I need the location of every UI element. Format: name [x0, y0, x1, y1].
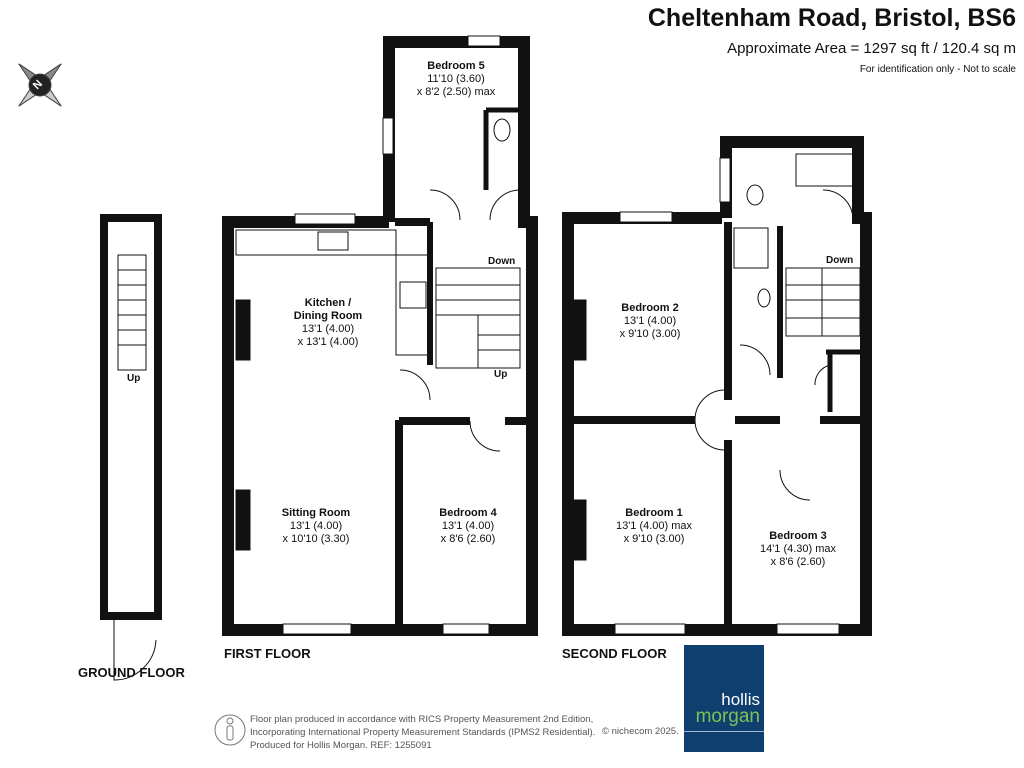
person-icon	[214, 714, 246, 746]
first-stairs-down: Down	[488, 256, 516, 267]
first-stairs-up: Up	[494, 369, 508, 380]
ground-floor-walls	[100, 214, 162, 620]
disclaimer-note: For identification only - Not to scale	[859, 64, 1016, 75]
second-floor-label: SECOND FLOOR	[562, 646, 667, 661]
compass-icon	[18, 63, 62, 107]
second-stairs-down: Down	[826, 255, 854, 266]
copyright: © nichecom 2025.	[602, 726, 679, 737]
property-title: Cheltenham Road, Bristol, BS6	[647, 4, 1016, 32]
hollis-morgan-logo: hollis morgan	[684, 645, 764, 752]
ground-floor-stairs	[113, 254, 157, 681]
ground-floor-label: GROUND FLOOR	[78, 665, 185, 680]
first-floor-fixtures	[235, 35, 521, 635]
first-floor-label: FIRST FLOOR	[224, 646, 311, 661]
second-floor-fixtures	[573, 153, 861, 635]
ground-stairs-up: Up	[127, 373, 141, 384]
second-floor-walls	[562, 136, 872, 636]
footer-text: Floor plan produced in accordance with R…	[250, 714, 596, 751]
approximate-area: Approximate Area = 1297 sq ft / 120.4 sq…	[727, 40, 1016, 57]
